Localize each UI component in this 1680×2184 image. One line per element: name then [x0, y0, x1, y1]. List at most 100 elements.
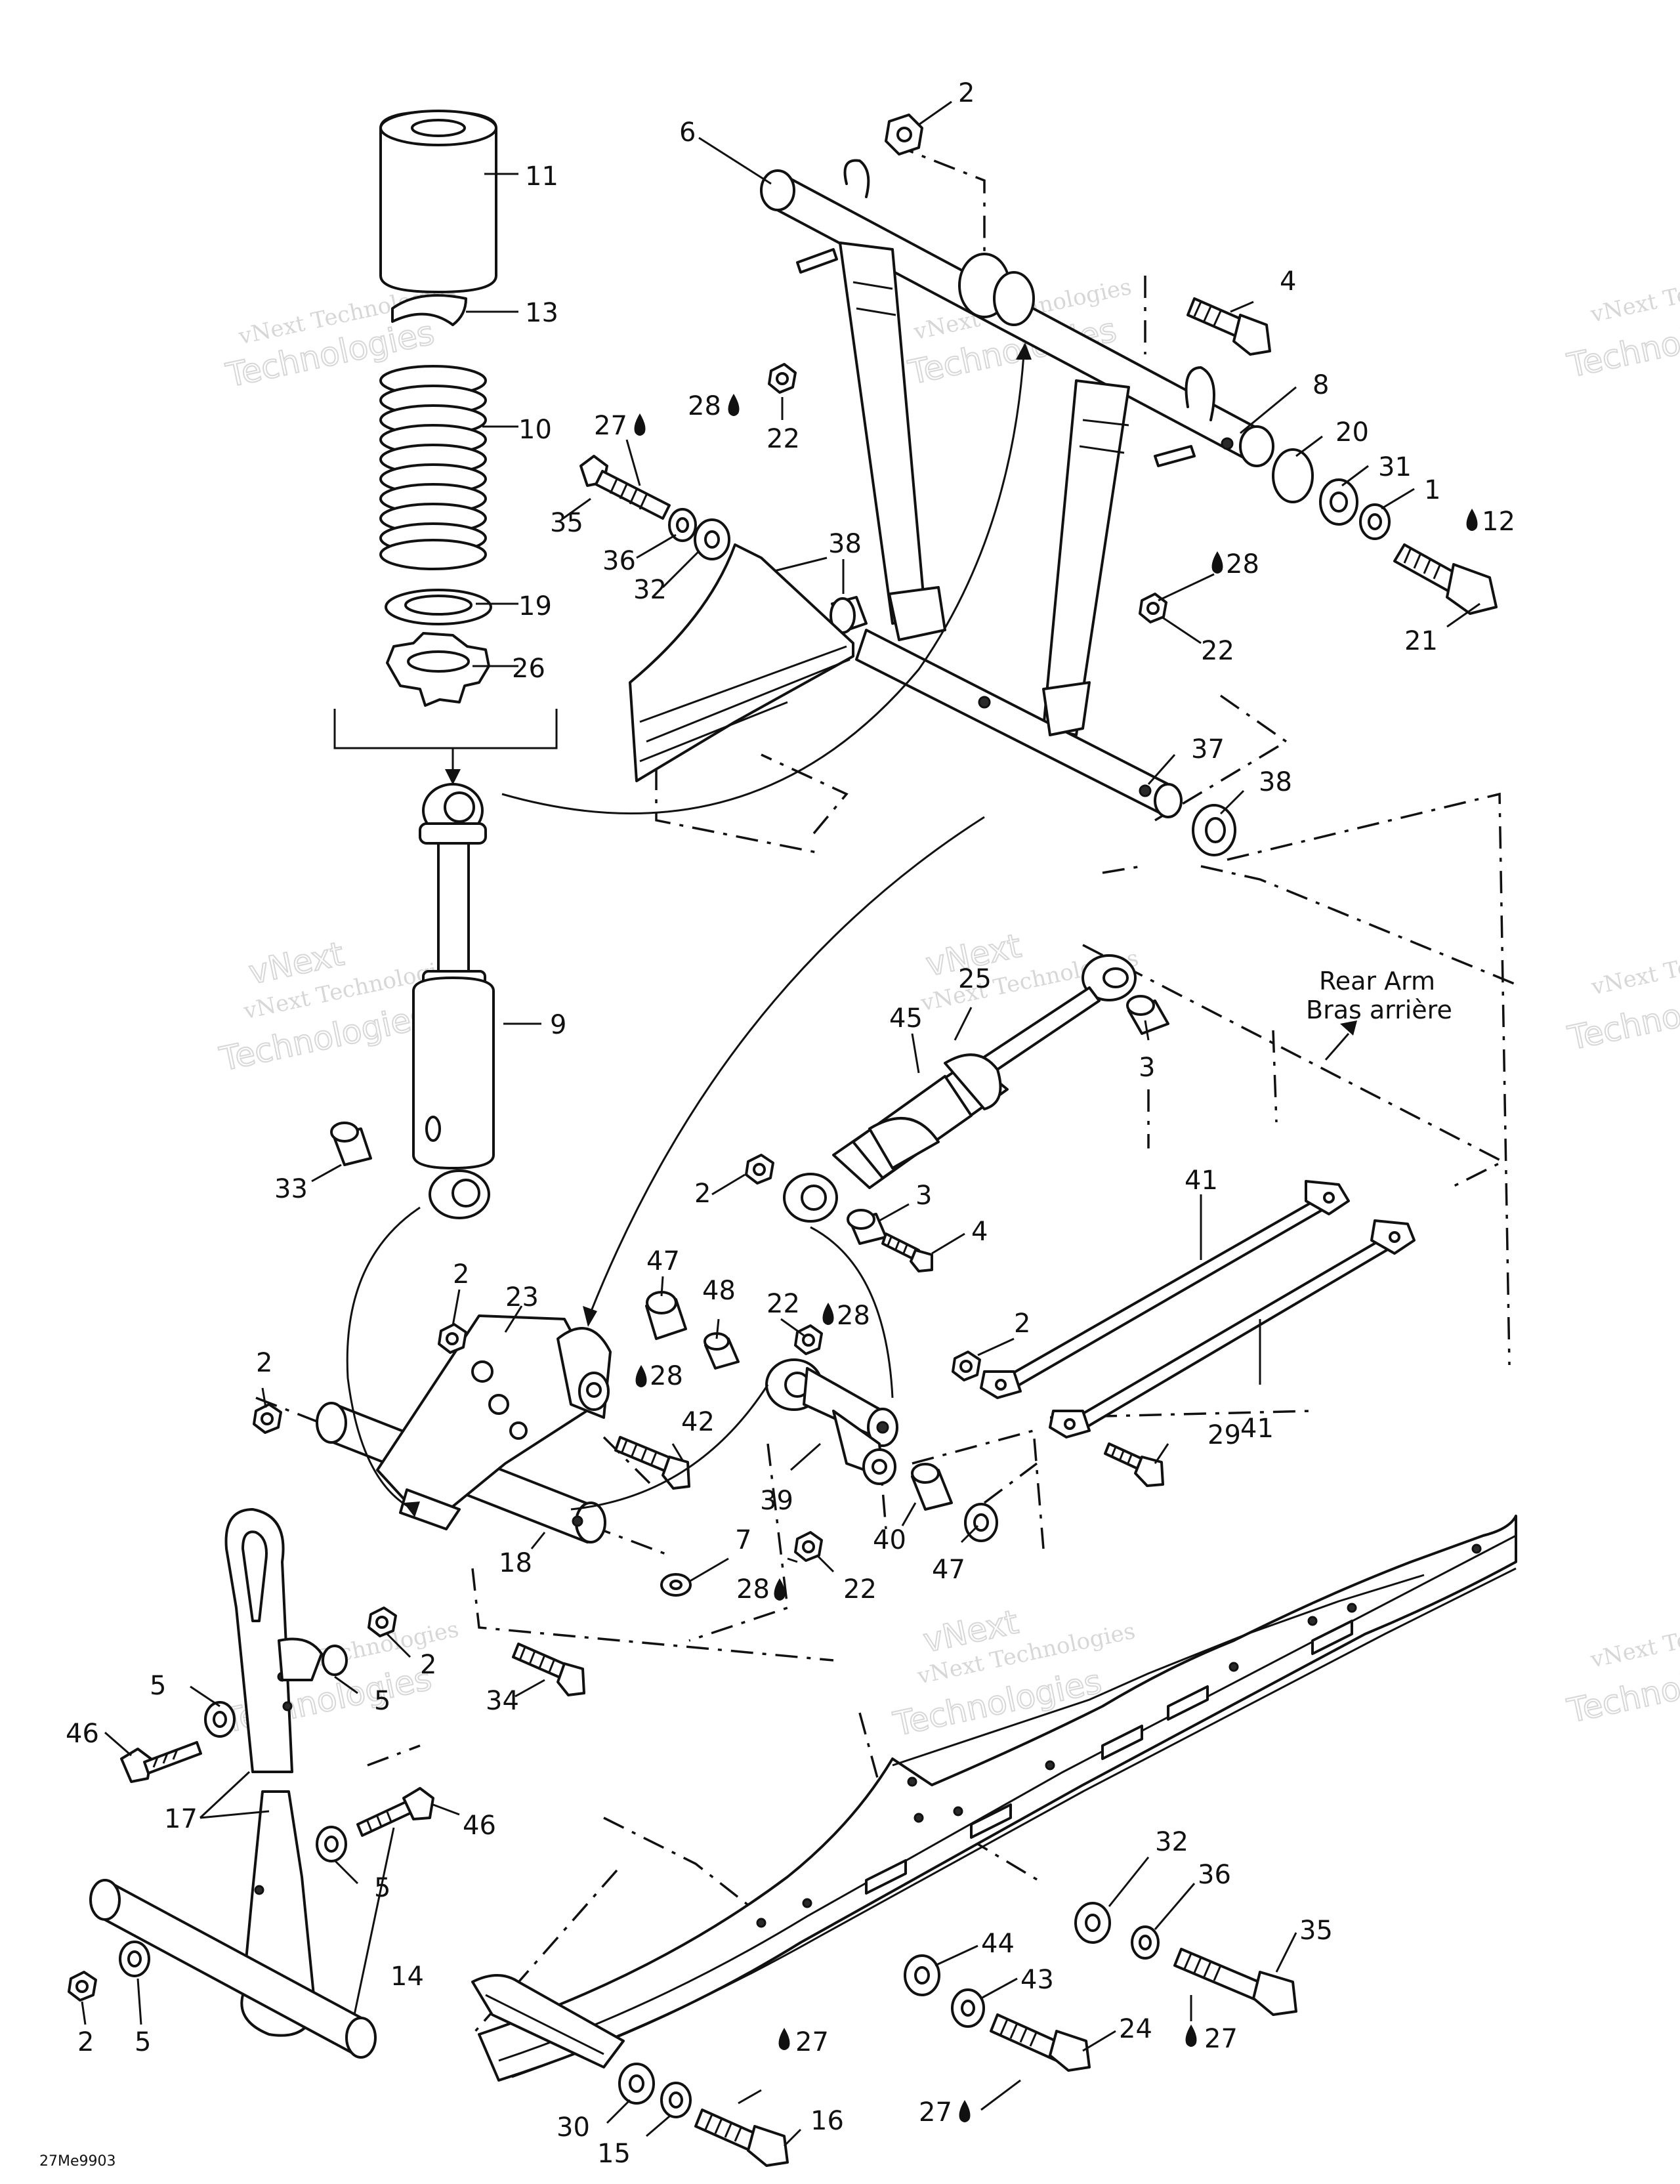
callout-label: 1: [1424, 475, 1440, 505]
arrowhead: [583, 1306, 597, 1327]
rear-arm-label-fr: Bras arrière: [1306, 996, 1452, 1024]
rear-arm-label-en: Rear Arm: [1319, 967, 1435, 996]
callout-label: 15: [597, 2139, 631, 2169]
callout-label: 42: [681, 1407, 715, 1437]
nut-part: [952, 1351, 981, 1381]
callout-label: 44: [981, 1929, 1015, 1959]
loctite-drop-icon: [728, 394, 740, 416]
leader: [1324, 1033, 1350, 1060]
loctite-drop-icon: [778, 2028, 790, 2050]
callout-label: 36: [602, 546, 636, 576]
arrowhead: [1340, 1020, 1357, 1036]
callout-label: 3: [915, 1181, 932, 1211]
assembly-line: [983, 1462, 1038, 1504]
loctite-drop-icon: [1185, 2025, 1197, 2047]
rocker-arm-part: [765, 1358, 898, 1485]
split-collar-part: [391, 294, 467, 326]
callout-label: 39: [760, 1486, 793, 1516]
arrowhead: [1016, 343, 1032, 360]
bolt-part: [881, 1232, 933, 1272]
callout-label: 22: [766, 424, 800, 454]
callout-label: 2: [958, 78, 975, 108]
drawing-code: 27Me9903: [39, 2153, 116, 2170]
callout-label: 20: [1335, 417, 1369, 448]
shock-absorber-part: [412, 783, 495, 1219]
callout-label: 46: [463, 1811, 496, 1841]
bushing-part: [330, 1122, 372, 1166]
callout-label: 32: [1155, 1827, 1188, 1857]
nut-part: [794, 1531, 823, 1562]
bushing-part: [847, 1209, 887, 1245]
callout-label: 26: [512, 654, 545, 684]
washer-part: [322, 1645, 348, 1676]
callout-label: 28: [837, 1301, 870, 1331]
callout-label: 38: [1259, 767, 1292, 797]
nut-part: [68, 1971, 97, 2002]
bolt-part: [1393, 543, 1498, 615]
callout-label: 4: [1280, 266, 1296, 297]
lubricant-drops: [634, 394, 1478, 2122]
assembly-line: [367, 1744, 421, 1767]
assembly-line: [1272, 1030, 1278, 1123]
assembly-line: [1154, 694, 1289, 822]
callout-label: 11: [525, 161, 558, 192]
front-arm-leg-right: [1042, 379, 1130, 736]
watermark-text: vNext Technologies: [1588, 1601, 1680, 1673]
watermark-text: vNext Technologies: [1589, 929, 1680, 1001]
front-arm-assembly: [760, 114, 1274, 856]
assembly-arrow: [810, 1226, 894, 1398]
rear-arm-label: Rear Arm Bras arrière: [1306, 967, 1452, 1060]
callout-label: 14: [390, 1962, 424, 1992]
coil-spring-part: [379, 365, 487, 570]
assembly-arrow: [501, 354, 1025, 814]
callout-label: 27: [1204, 2024, 1238, 2054]
bolt-part: [1104, 1442, 1164, 1487]
callout-label: 24: [1119, 2014, 1152, 2044]
rear-shock-part: [783, 954, 1137, 1223]
nut-part: [745, 1154, 774, 1185]
callout-label: 2: [694, 1179, 711, 1209]
callout-label: 19: [518, 591, 552, 621]
callout-label: 29: [1208, 1420, 1241, 1450]
callout-label: 47: [932, 1555, 965, 1585]
callout-label: 45: [889, 1003, 923, 1034]
callout-label: 17: [164, 1804, 198, 1834]
callout-label: 2: [1014, 1309, 1030, 1339]
callout-label: 47: [646, 1246, 680, 1276]
cross-shaft-part: [316, 1314, 612, 1544]
callout-label: 4: [971, 1217, 988, 1247]
callout-label: 5: [374, 1686, 390, 1716]
spring-stack: [333, 110, 558, 785]
callout-label: 16: [810, 2106, 844, 2136]
callout-label: 46: [66, 1719, 99, 1749]
slide-rail-part: [478, 1515, 1517, 2082]
assembly-line: [655, 768, 821, 854]
callout-label: 2: [420, 1650, 436, 1680]
callout-label: 30: [556, 2112, 590, 2143]
callout-label: 31: [1378, 452, 1412, 482]
callout-label: 5: [374, 1873, 390, 1903]
assembly-line: [602, 1436, 651, 1484]
assembly-arrow: [346, 1206, 421, 1511]
callout-label: 35: [550, 508, 583, 538]
callout-label: 18: [499, 1548, 532, 1578]
lower-front-arm-part: [89, 1790, 377, 2059]
callout-label: 27: [795, 2027, 829, 2057]
arm-hoop: [843, 159, 870, 198]
bolt-part: [120, 1741, 202, 1783]
callout-numbers: 2 6 11 13 10 19 26 4 8 20 31 1 12 21 28 …: [66, 78, 1515, 2169]
callout-label: 48: [702, 1276, 736, 1306]
callout-label: 35: [1299, 1916, 1333, 1946]
link-rod-part: [980, 1180, 1350, 1399]
upper-front-arm-part: [224, 1508, 323, 1773]
callout-label: 28: [736, 1574, 770, 1605]
loctite-drop-icon: [635, 1365, 647, 1387]
callout-label: 28: [688, 391, 721, 421]
nut-part: [368, 1606, 397, 1637]
arrowhead: [445, 769, 461, 785]
callout-label: 36: [1198, 1860, 1231, 1890]
assembly-line: [1082, 944, 1505, 1189]
callout-label: 5: [150, 1671, 166, 1701]
bolt-part: [1173, 1948, 1297, 2016]
